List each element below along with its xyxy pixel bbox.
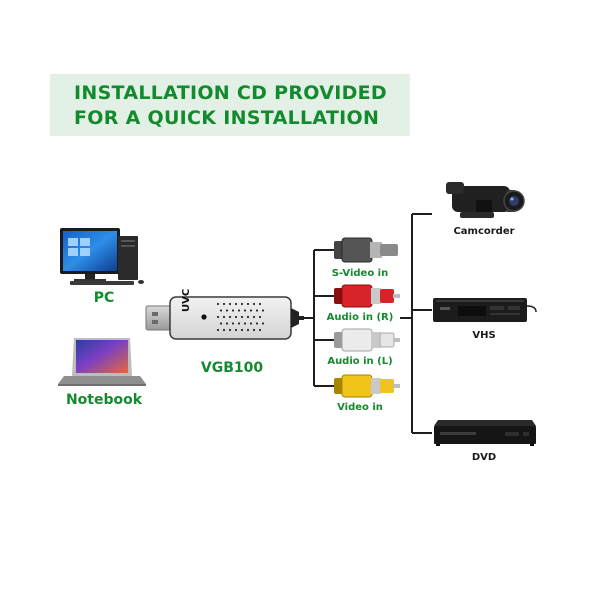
notebook-label: Notebook: [65, 392, 143, 408]
vent-dot: [246, 328, 250, 332]
vent-dot: [246, 315, 250, 319]
video-plug-icon: [334, 374, 400, 398]
audio-r-label: Audio in (R): [326, 312, 394, 323]
vent-dot: [231, 322, 235, 325]
vent-dot: [255, 322, 259, 325]
vgb100-device: [145, 296, 304, 340]
vent-dot: [240, 328, 244, 332]
vent-dot: [234, 302, 238, 306]
camcorder-icon: [446, 182, 525, 218]
vhs-label: VHS: [472, 330, 496, 341]
audio-r-plug-icon: [334, 284, 400, 308]
dvd-label: DVD: [471, 452, 497, 463]
vent-dot: [258, 302, 262, 306]
banner-line-1: INSTALLATION CD PROVIDED: [74, 82, 388, 104]
vent-dot: [222, 302, 226, 306]
dvd-icon: [434, 420, 536, 446]
vent-dot: [222, 328, 226, 332]
vent-dot: [225, 322, 229, 325]
installation-banner: INSTALLATION CD PROVIDED FOR A QUICK INS…: [50, 74, 410, 136]
vent-dot: [249, 309, 253, 312]
vent-dot: [252, 328, 256, 332]
vhs-icon: [433, 298, 537, 322]
camcorder-label: Camcorder: [453, 226, 515, 237]
vent-dot: [261, 309, 265, 312]
vent-dot: [216, 315, 220, 319]
vent-dot: [237, 309, 241, 312]
svideo-label: S-Video in: [331, 268, 389, 279]
video-in-label: Video in: [337, 402, 383, 413]
pc-label: PC: [93, 290, 115, 306]
vent-dot: [246, 302, 250, 306]
vent-dot: [219, 309, 223, 312]
svideo-plug-icon: [334, 237, 398, 263]
vent-dot: [258, 328, 262, 332]
vent-dot: [252, 302, 256, 306]
vent-dot: [240, 315, 244, 319]
notebook-icon: [58, 338, 146, 386]
vent-dot: [237, 322, 241, 325]
vent-dot: [228, 328, 232, 332]
uvc-label: UVC: [181, 288, 192, 312]
audio-l-label: Audio in (L): [327, 356, 393, 367]
vent-dot: [228, 302, 232, 306]
vent-dot: [249, 322, 253, 325]
vent-dot: [243, 322, 247, 325]
vent-dot: [258, 315, 262, 319]
vent-dot: [216, 328, 220, 332]
vent-dot: [243, 309, 247, 312]
vent-dot: [234, 328, 238, 332]
audio-l-plug-icon: [334, 328, 400, 352]
vent-dot: [225, 309, 229, 312]
vent-dot: [255, 309, 259, 312]
banner-line-2: FOR A QUICK INSTALLATION: [74, 107, 380, 129]
vent-dot: [216, 302, 220, 306]
vent-dot: [228, 315, 232, 319]
vent-dot: [261, 322, 265, 325]
device-name-label: VGB100: [200, 360, 264, 376]
vent-dot: [231, 309, 235, 312]
source-bracket: [400, 213, 432, 434]
vent-dot: [234, 315, 238, 319]
vent-dot: [222, 315, 226, 319]
vent-dot: [252, 315, 256, 319]
vent-dot: [219, 322, 223, 325]
pc-icon: [60, 228, 144, 285]
connector-cables: [304, 249, 334, 387]
vent-dot: [240, 302, 244, 306]
